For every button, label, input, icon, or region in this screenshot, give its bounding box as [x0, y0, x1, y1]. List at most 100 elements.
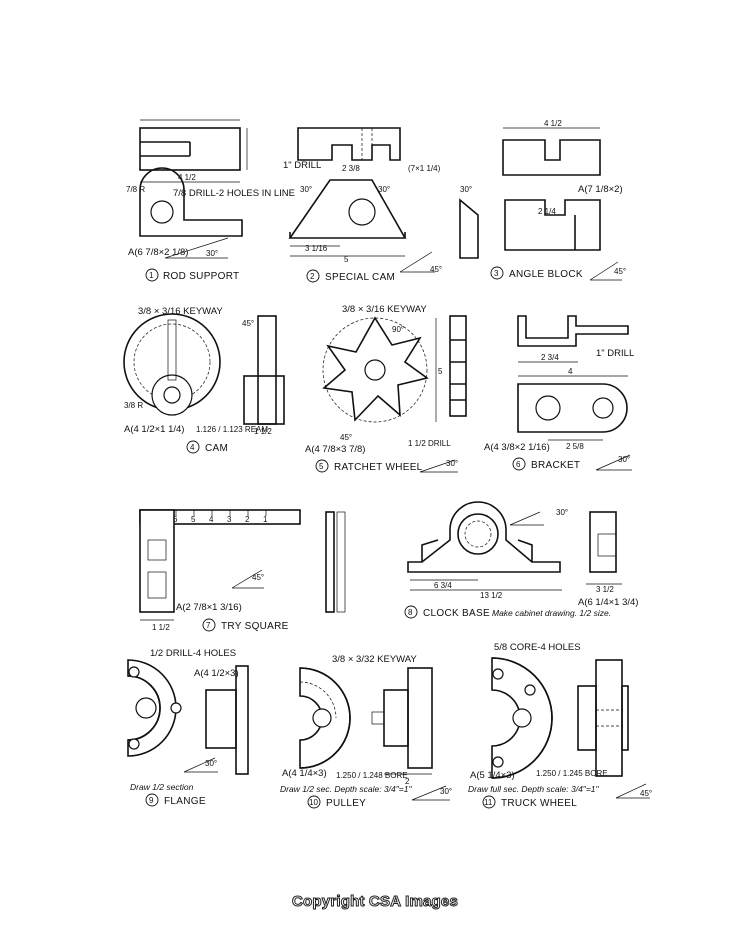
flange-axis: A(4 1/2×3) — [194, 668, 239, 679]
pulley-note: Draw 1/2 sec. Depth scale: 3/4"=1" — [280, 784, 412, 794]
rod-support-width: 4 1/2 — [178, 173, 196, 182]
figure-try-square: 6 5 4 3 2 1 45° A(2 7/8×1 3/16) 1 1/2 7 … — [139, 509, 346, 632]
try-square-tick-2: 2 — [245, 515, 250, 524]
clock-base-caption: CLOCK BASE — [423, 608, 490, 619]
try-square-handle-width: 1 1/2 — [152, 623, 170, 632]
try-square-caption: TRY SQUARE — [221, 621, 289, 632]
truck-wheel-angle: 45° — [640, 789, 652, 798]
bracket-number: 6 — [516, 460, 521, 469]
figure-special-cam: 1" DRILL 30° 30° 2 3/8 (7×1 1/4) 3 1/16 … — [283, 127, 442, 283]
bracket-caption: BRACKET — [531, 460, 580, 471]
ratchet-wheel-drill: 1 1/2 DRILL — [408, 439, 451, 448]
try-square-tick-4: 4 — [209, 515, 214, 524]
special-cam-caption: SPECIAL CAM — [325, 272, 395, 283]
try-square-angle: 45° — [252, 573, 264, 582]
truck-wheel-axis: A(5 1/4×3) — [470, 770, 515, 781]
flange-number: 9 — [149, 796, 154, 805]
bracket-drill: 1" DRILL — [596, 348, 634, 359]
flange-drill: 1/2 DRILL-4 HOLES — [150, 648, 236, 659]
try-square-number: 7 — [206, 621, 211, 630]
special-cam-angle-right: 30° — [378, 185, 390, 194]
clock-base-depth: 3 1/2 — [596, 585, 614, 594]
angle-block-angle-side: 30° — [460, 185, 472, 194]
clock-base-half-width: 6 3/4 — [434, 581, 452, 590]
cam-thickness: 1 1/2 — [254, 427, 272, 436]
angle-block-inner: 2 1/4 — [538, 207, 556, 216]
flange-note: Draw 1/2 section — [130, 782, 194, 792]
special-cam-number: 2 — [310, 272, 315, 281]
ratchet-wheel-keyway: 3/8 × 3/16 KEYWAY — [342, 304, 427, 315]
rod-support-drill-note: 7/8 DRILL-2 HOLES IN LINE — [173, 188, 295, 199]
pulley-width: 2 — [405, 777, 410, 786]
cam-caption: CAM — [205, 443, 228, 454]
special-cam-angle: 45° — [430, 265, 442, 274]
angle-block-caption: ANGLE BLOCK — [509, 269, 583, 280]
rod-support-caption: ROD SUPPORT — [163, 271, 239, 282]
special-cam-drill: 1" DRILL — [283, 160, 321, 171]
try-square-tick-6: 6 — [173, 515, 178, 524]
bracket-axis: A(4 3/8×2 1/16) — [484, 442, 550, 453]
figure-bracket: 2 3/4 4 1" DRILL 2 5/8 A(4 3/8×2 1/16) 3… — [484, 315, 634, 471]
figure-cam: 3/8 × 3/16 KEYWAY 45° 3/8 R A(4 1/2×1 1/… — [123, 306, 285, 454]
figure-rod-support: 7/8 DRILL-2 HOLES IN LINE 4 1/2 7/8 R A(… — [126, 119, 295, 282]
special-cam-axis: (7×1 1/4) — [408, 164, 441, 173]
clock-base-width: 13 1/2 — [480, 591, 503, 600]
ratchet-wheel-diameter: 5 — [438, 367, 443, 376]
ratchet-wheel-angle: 45° — [340, 433, 352, 442]
angle-block-width: 4 1/2 — [544, 119, 562, 128]
clock-base-number: 8 — [408, 608, 413, 617]
bracket-length: 4 — [568, 367, 573, 376]
cam-angle: 45° — [242, 319, 254, 328]
try-square-tick-3: 3 — [227, 515, 232, 524]
special-cam-width: 2 3/8 — [342, 164, 360, 173]
figure-flange: 1/2 DRILL-4 HOLES A(4 1/2×3) 30° Draw 1/… — [127, 648, 249, 807]
truck-wheel-core: 5/8 CORE-4 HOLES — [494, 642, 581, 653]
pulley-caption: PULLEY — [326, 798, 366, 809]
bracket-hole-spacing: 2 5/8 — [566, 442, 584, 451]
clock-base-axis: A(6 1/4×1 3/4) — [578, 597, 638, 608]
figure-truck-wheel: 5/8 CORE-4 HOLES A(5 1/4×3) 1.250 / 1.24… — [468, 642, 652, 809]
figure-ratchet-wheel: 5 3/8 × 3/16 KEYWAY 90° 45° 1 1/2 DRILL … — [305, 304, 467, 473]
cam-number: 4 — [190, 443, 195, 452]
try-square-axis: A(2 7/8×1 3/16) — [176, 602, 242, 613]
ratchet-wheel-iso-angle: 30° — [446, 459, 458, 468]
copyright-watermark: Copyright CSA Images — [292, 893, 459, 911]
figure-angle-block: 4 1/2 A(7 1/8×2) 30° 2 1/4 45° 3 ANGLE B… — [459, 119, 626, 281]
angle-block-number: 3 — [494, 269, 499, 278]
flange-caption: FLANGE — [164, 796, 206, 807]
pulley-bore: 1.250 / 1.248 BORE — [336, 771, 408, 780]
bracket-angle: 30° — [618, 455, 630, 464]
figure-pulley: 3/8 × 3/32 KEYWAY A(4 1/4×3) 1.250 / 1.2… — [280, 654, 452, 809]
pulley-number: 10 — [309, 798, 318, 807]
clock-base-note: Make cabinet drawing. 1/2 size. — [492, 608, 611, 618]
rod-support-radius: 7/8 R — [126, 185, 145, 194]
rod-support-angle: 30° — [206, 249, 218, 258]
ratchet-wheel-axis: A(4 7/8×3 7/8) — [305, 444, 365, 455]
special-cam-base: 3 1/16 — [305, 244, 328, 253]
truck-wheel-caption: TRUCK WHEEL — [501, 798, 577, 809]
ratchet-wheel-tooth-angle: 90° — [392, 325, 404, 334]
cam-keyway: 3/8 × 3/16 KEYWAY — [138, 306, 223, 317]
rod-support-axis: A(6 7/8×2 1/8) — [128, 247, 188, 258]
truck-wheel-bore: 1.250 / 1.245 BORE — [536, 769, 608, 778]
angle-block-axis: A(7 1/8×2) — [578, 184, 623, 195]
truck-wheel-number: 11 — [484, 798, 493, 807]
flange-angle: 30° — [205, 759, 217, 768]
bracket-top-width: 2 3/4 — [541, 353, 559, 362]
cam-ream: 1.126 / 1.123 REAM — [196, 425, 268, 434]
angle-block-angle: 45° — [614, 267, 626, 276]
special-cam-length: 5 — [344, 255, 349, 264]
clock-base-angle: 30° — [556, 508, 568, 517]
special-cam-angle-left: 30° — [300, 185, 312, 194]
pulley-keyway: 3/8 × 3/32 KEYWAY — [332, 654, 417, 665]
figure-clock-base: 6 3/4 13 1/2 30° 3 1/2 A(6 1/4×1 3/4) 8 … — [404, 501, 638, 619]
try-square-tick-5: 5 — [191, 515, 196, 524]
truck-wheel-note: Draw full sec. Depth scale: 3/4"=1" — [468, 784, 600, 794]
pulley-axis: A(4 1/4×3) — [282, 768, 327, 779]
ratchet-wheel-number: 5 — [319, 462, 324, 471]
pulley-angle: 30° — [440, 787, 452, 796]
cam-axis: A(4 1/2×1 1/4) — [124, 424, 184, 435]
ratchet-wheel-caption: RATCHET WHEEL — [334, 462, 423, 473]
try-square-tick-1: 1 — [263, 515, 268, 524]
